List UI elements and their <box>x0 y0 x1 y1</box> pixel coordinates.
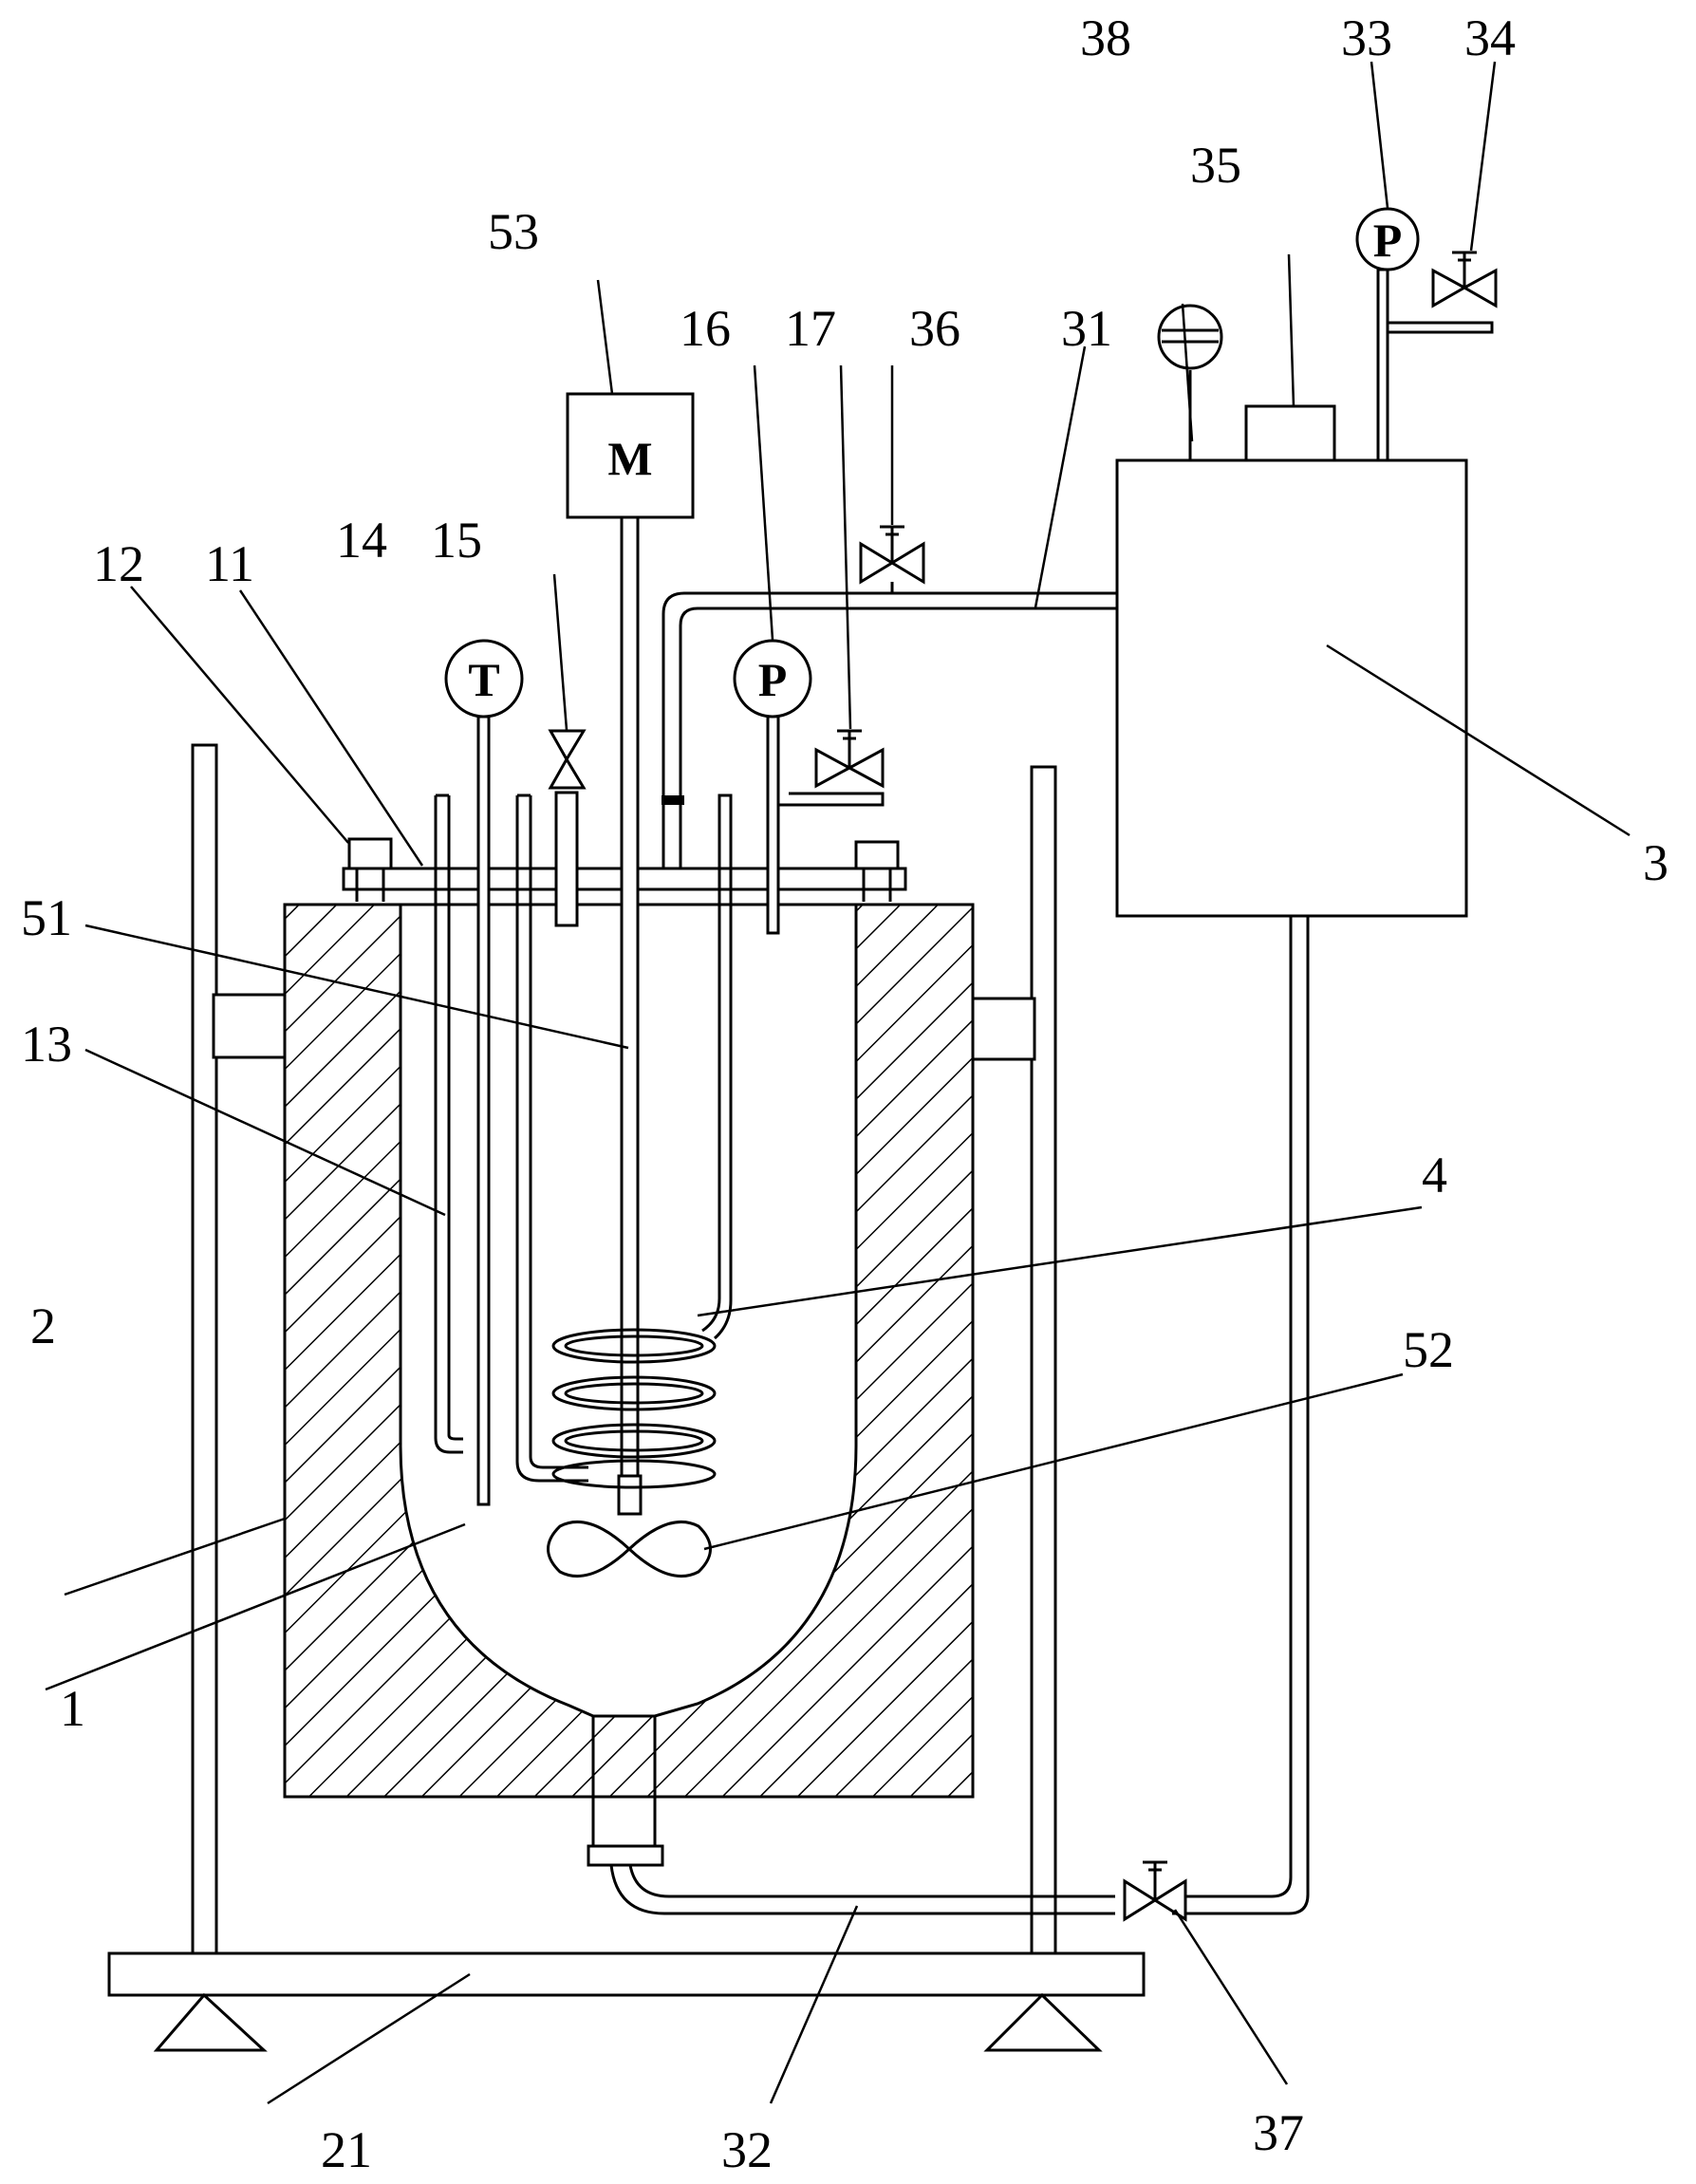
label-1: 1 <box>60 1680 85 1737</box>
frame-post-left <box>191 743 291 1955</box>
reactor-vessel-outlet <box>587 1716 664 1867</box>
label-51: 51 <box>21 889 72 946</box>
label-4: 4 <box>1422 1147 1447 1204</box>
label-37: 37 <box>1253 2104 1304 2161</box>
thermometer-gauge <box>444 639 524 719</box>
frame-post-right <box>968 765 1057 1955</box>
label-3: 3 <box>1643 834 1668 891</box>
pressure-probe <box>766 708 780 935</box>
label-2: 2 <box>30 1297 56 1354</box>
lid-bolt-left <box>347 837 393 902</box>
leader-lines <box>45 61 1631 2105</box>
transfer-pipe-31 <box>662 591 1192 868</box>
label-21: 21 <box>321 2121 372 2178</box>
label-31: 31 <box>1061 300 1112 357</box>
tank-pressure-gauge <box>1355 207 1420 271</box>
vent-line-34 <box>1388 321 1494 334</box>
feed-pipe <box>554 791 579 927</box>
stirrer-shaft <box>620 515 640 1502</box>
outlet-flange <box>587 1844 664 1867</box>
vent-line-17 <box>776 792 885 807</box>
valve-37[interactable] <box>1115 1860 1187 1925</box>
support-foot-left <box>153 1992 268 2052</box>
label-14: 14 <box>336 512 387 569</box>
storage-tank <box>1115 458 1468 918</box>
valve-17[interactable] <box>814 729 885 789</box>
label-52: 52 <box>1403 1321 1454 1378</box>
stirrer-impeller <box>547 1520 712 1578</box>
dip-tube <box>434 793 463 1454</box>
tank-inlet-port-35 <box>1244 404 1336 462</box>
support-foot-right <box>983 1992 1103 2052</box>
reactor-pressure-symbol: P <box>758 653 788 706</box>
valve-34[interactable] <box>1431 251 1498 308</box>
label-35: 35 <box>1190 137 1241 194</box>
thermometer-probe <box>476 715 491 1506</box>
reactor-pressure-gauge <box>733 639 812 719</box>
shaft-hub <box>617 1474 643 1516</box>
label-16: 16 <box>680 300 731 357</box>
label-32: 32 <box>721 2121 773 2178</box>
cooling-coil <box>551 1328 717 1489</box>
label-15: 15 <box>431 512 482 569</box>
level-gauge-38 <box>1157 304 1223 370</box>
label-36: 36 <box>909 300 960 357</box>
label-53: 53 <box>488 203 539 260</box>
heating-jacket <box>283 903 975 1799</box>
valve-36[interactable] <box>859 525 925 593</box>
label-12: 12 <box>93 535 144 592</box>
motor-symbol: M <box>607 432 652 485</box>
part-labels: 1 2 3 4 11 12 13 14 15 16 17 21 31 32 33… <box>21 9 1668 2178</box>
bracket-right <box>968 997 1036 1061</box>
motor <box>566 392 695 519</box>
tank-pressure-symbol: P <box>1373 214 1403 267</box>
label-33: 33 <box>1341 9 1392 66</box>
bracket-left <box>212 993 291 1059</box>
return-pipe-32 <box>609 916 1310 1915</box>
valve-15[interactable] <box>548 729 587 790</box>
label-11: 11 <box>205 535 254 592</box>
coil-outlet-tube <box>701 793 733 1340</box>
label-38: 38 <box>1080 9 1131 66</box>
label-34: 34 <box>1464 9 1516 66</box>
lid-bolt-right <box>854 840 900 902</box>
pipe-coupling <box>662 795 684 805</box>
coil-inlet-tube <box>515 793 588 1483</box>
base-platform <box>107 1951 1146 2052</box>
tank-pressure-stem <box>1376 268 1389 462</box>
label-17: 17 <box>785 300 836 357</box>
label-13: 13 <box>21 1016 72 1073</box>
thermometer-symbol: T <box>468 653 499 706</box>
